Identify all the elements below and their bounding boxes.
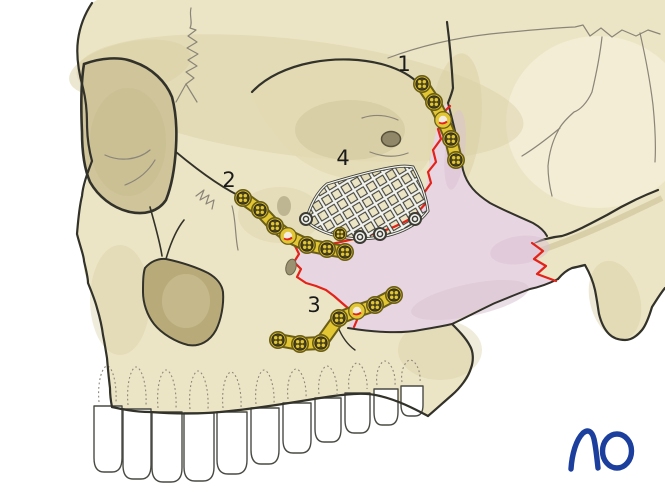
screw	[311, 333, 331, 353]
skull-outlines	[75, 1, 665, 418]
mesh-eyelet	[373, 227, 387, 241]
plate-2	[234, 189, 355, 262]
cranial-sutures	[175, 7, 661, 251]
mesh-screw	[332, 226, 348, 242]
screw	[329, 308, 349, 328]
empty-plate-hole	[433, 110, 453, 130]
fracture-line-arch	[530, 241, 558, 283]
screw	[365, 295, 385, 315]
plate-3	[268, 285, 404, 354]
screw	[384, 285, 404, 305]
screw	[290, 334, 310, 354]
screw	[412, 75, 432, 93]
screw	[251, 201, 270, 219]
screw	[446, 151, 466, 169]
ao-logo	[568, 428, 635, 472]
parietal-light-patch	[506, 36, 665, 208]
tooth-roots	[98, 359, 421, 410]
frontal-suture-zigzag	[185, 7, 199, 85]
mesh-implant	[299, 164, 430, 244]
nasal-aperture	[141, 219, 225, 347]
label-plate-1: 1	[397, 52, 410, 76]
ao-logo-letter-a	[568, 428, 601, 472]
screw	[424, 93, 444, 111]
empty-plate-hole	[278, 226, 298, 246]
screw	[335, 243, 355, 262]
label-mesh-4: 4	[336, 146, 349, 170]
lacrimal-fossa-spot	[380, 130, 402, 148]
orbit-left	[80, 57, 178, 215]
nasal-ridge-line	[149, 206, 163, 257]
screw	[317, 240, 337, 259]
bone-shadow-spot	[277, 196, 291, 216]
teeth	[93, 385, 424, 483]
screw	[297, 236, 317, 254]
plate-1	[412, 75, 466, 169]
infraorbital-foramen	[285, 258, 297, 276]
empty-plate-hole	[347, 301, 367, 321]
screw	[268, 330, 288, 350]
mesh-eyelet	[408, 212, 422, 226]
mesh-eyelet	[353, 230, 367, 244]
label-plate-2: 2	[222, 168, 235, 192]
mesh-eyelet	[299, 212, 313, 226]
arch-shadow	[535, 195, 664, 255]
ao-logo-letter-o	[599, 431, 635, 471]
label-plate-3: 3	[307, 293, 320, 317]
screw	[234, 189, 252, 207]
screw	[441, 130, 461, 148]
